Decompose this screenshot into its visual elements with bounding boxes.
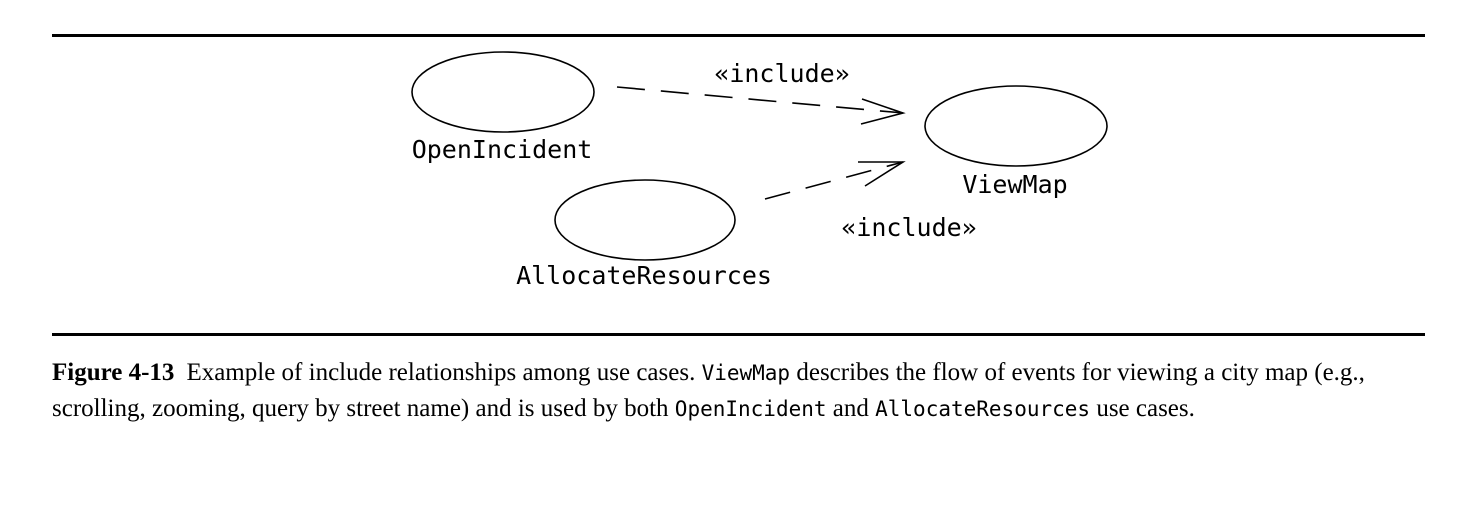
- caption-code-view-map: ViewMap: [701, 361, 791, 385]
- use-case-ellipse: [924, 85, 1108, 167]
- use-case-open-incident: OpenIncident: [411, 51, 595, 164]
- include-stereotype-label: «include»: [841, 213, 976, 242]
- dependency-line: [616, 86, 904, 114]
- use-case-view-map: ViewMap: [924, 85, 1108, 199]
- caption-code-open-incident: OpenIncident: [674, 397, 827, 421]
- use-case-label: AllocateResources: [516, 261, 772, 290]
- use-case-label: ViewMap: [962, 170, 1067, 199]
- include-relationship-open-incident: «include»: [616, 59, 906, 125]
- caption-text: Example of include relationships among u…: [186, 359, 702, 386]
- use-case-ellipse: [411, 51, 595, 133]
- use-case-label: OpenIncident: [412, 135, 593, 164]
- caption-text: describes the flow of events for viewing…: [52, 359, 1365, 422]
- caption-code-allocate-resources: AllocateResources: [875, 397, 1091, 421]
- use-case-allocate-resources: AllocateResources: [516, 179, 772, 290]
- figure-number: Figure 4-13: [52, 359, 175, 386]
- include-stereotype-label: «include»: [714, 59, 849, 88]
- dependency-line: [764, 161, 904, 200]
- top-rule: [52, 34, 1425, 37]
- caption-text: and: [826, 395, 876, 422]
- use-case-diagram: OpenIncident AllocateResources ViewMap «…: [411, 51, 1108, 290]
- caption-text: use cases.: [1090, 395, 1195, 422]
- use-case-ellipse: [554, 179, 736, 261]
- open-arrowhead: [860, 98, 906, 125]
- open-arrowhead: [858, 161, 906, 187]
- bottom-rule: [52, 333, 1425, 336]
- include-relationship-allocate-resources: «include»: [764, 161, 977, 242]
- figure-caption: Figure 4-13 Example of include relationsh…: [52, 355, 1432, 427]
